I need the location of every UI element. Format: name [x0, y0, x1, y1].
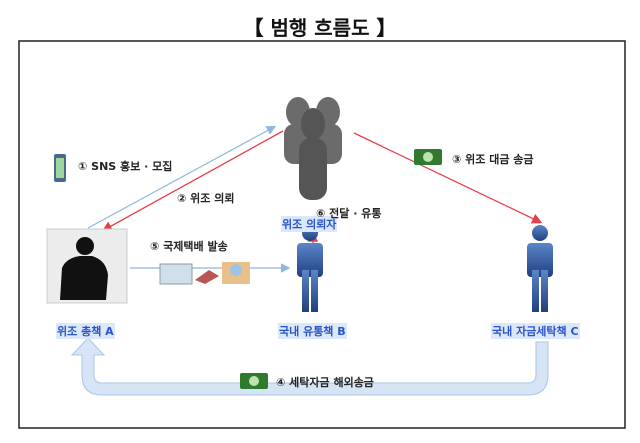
step-6-label: ⑥ 전달 · 유통	[316, 207, 382, 220]
diagram-title: 【 범행 흐름도 】	[0, 12, 640, 41]
group-people-icon	[284, 97, 342, 200]
money-icon	[414, 149, 442, 165]
sns-recruit-arrow	[87, 125, 277, 229]
forgery-request-arrow	[101, 130, 284, 232]
frame	[18, 40, 626, 429]
money-icon	[240, 373, 268, 389]
step-3-label: ③ 위조 대금 송금	[452, 153, 534, 166]
node-a-label: 위조 총책 A	[56, 323, 115, 339]
step-4-label: ④ 세탁자금 해외송금	[276, 376, 374, 389]
overseas-remittance-loop-arrow	[70, 337, 549, 396]
payment-arrow	[353, 132, 543, 224]
step-5-label: ⑤ 국제택배 발송	[150, 240, 228, 253]
node-requester-label: 위조 의뢰자	[281, 216, 338, 232]
parcel-images	[159, 262, 250, 285]
step-2-label: ② 위조 의뢰	[177, 192, 235, 205]
step-1-label: ① SNS 홍보 · 모집	[78, 160, 173, 173]
person-icon	[527, 225, 553, 312]
boss-silhouette-icon	[46, 228, 128, 304]
smartphone-icon	[54, 154, 66, 182]
person-icon	[297, 225, 323, 312]
node-b-label: 국내 유통책 B	[278, 323, 347, 339]
node-c-label: 국내 자금세탁책 C	[491, 323, 580, 339]
